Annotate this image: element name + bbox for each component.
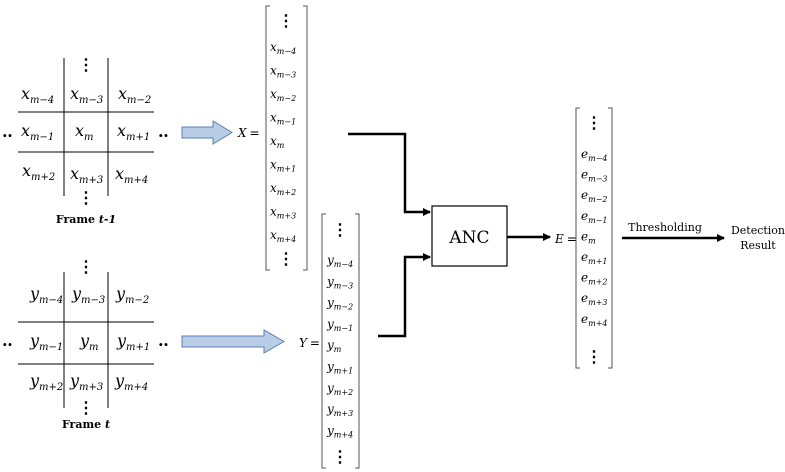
frame-curr-right-dots: ‥ <box>158 331 169 350</box>
block-arrow-top <box>181 120 233 145</box>
vector-e: E= ⋮ ⋮ em−4 em−3 em−2 em−1 em em+1 em+2 em+3 em+… <box>554 107 613 369</box>
frame-prev-cell: xm−2 <box>118 84 151 106</box>
vector-y-bottom-dots: ⋮ <box>332 447 348 466</box>
frame-prev-cell: xm <box>75 121 94 143</box>
vector-e-bracket-left <box>575 107 580 369</box>
frame-prev-left-dots: ‥ <box>2 122 13 141</box>
frame-curr-cell: ym−3 <box>71 284 105 306</box>
vector-x-entry: xm+3 <box>270 205 296 221</box>
vector-x-bottom-dots: ⋮ <box>278 249 294 268</box>
frame-curr-cell: ym+2 <box>29 371 63 393</box>
vector-e-entry: em+1 <box>581 250 608 266</box>
frame-curr-grid: ⋮ ⋮ ‥ ‥ ym−4 ym−3 ym−2 ym−1 ym ym+1 ym+2… <box>2 257 169 431</box>
vector-x-entry: xm+2 <box>270 181 296 197</box>
vector-x-entry: xm+4 <box>270 228 296 244</box>
vector-e-entry: em+4 <box>581 312 608 328</box>
vector-y-label: Y= <box>299 336 320 350</box>
vector-x-entry: xm−1 <box>270 111 296 127</box>
vector-x: X= ⋮ ⋮ xm−4 xm−3 xm−2 xm−1 xm xm+1 xm+2 xm+3 xm+… <box>237 5 308 271</box>
frame-prev-cell: xm−3 <box>70 84 103 106</box>
frame-prev-cell: xm−1 <box>21 121 54 143</box>
vector-e-label: E= <box>554 232 577 246</box>
frame-curr-caption: Frame t <box>62 418 110 431</box>
frame-prev-caption: Frame t-1 <box>56 213 116 226</box>
frame-curr-cell: ym−1 <box>29 331 63 353</box>
frame-curr-cell: ym+3 <box>69 371 103 393</box>
vector-e-entry: em+3 <box>581 291 608 307</box>
vector-y-bracket-right <box>355 213 360 469</box>
frame-prev-top-dots: ⋮ <box>78 55 94 74</box>
frame-curr-top-dots: ⋮ <box>78 257 94 276</box>
vector-e-entry: em+2 <box>581 271 608 287</box>
vector-x-entry: xm−4 <box>270 40 296 56</box>
frame-curr-cell: ym <box>79 331 99 353</box>
frame-curr-cell: ym+4 <box>114 371 148 393</box>
vector-x-bracket-left <box>265 5 270 271</box>
vector-e-entry: em−3 <box>581 168 608 184</box>
detection-result-line1: Detection <box>731 224 785 237</box>
vector-y-entry: ym−4 <box>326 253 353 269</box>
arrow-y-to-anc <box>378 253 431 338</box>
vector-e-entry: em <box>581 229 596 245</box>
vector-y: Y= ⋮ ⋮ ym−4 ym−3 ym−2 ym−1 ym ym+1 ym+2 ym+3 ym+… <box>299 213 360 469</box>
vector-e-bracket-right <box>608 107 613 369</box>
detection-result-line2: Result <box>740 239 776 252</box>
frame-prev-cell: xm+4 <box>115 164 148 186</box>
frame-prev-bottom-dots: ⋮ <box>78 188 94 207</box>
anc-label: ANC <box>448 228 489 248</box>
vector-e-top-dots: ⋮ <box>586 113 602 132</box>
vector-x-entry: xm−3 <box>270 64 296 80</box>
frame-curr-cell: ym−2 <box>115 284 149 306</box>
vector-y-entry: ym−3 <box>326 274 353 290</box>
vector-x-entry: xm <box>270 134 285 150</box>
frame-prev-cell: xm+3 <box>70 164 103 186</box>
vector-y-entry: ym+4 <box>326 423 353 439</box>
vector-y-entry: ym+1 <box>326 360 353 376</box>
frame-prev-grid: ⋮ ⋮ ‥ ‥ xm−4 xm−3 xm−2 xm−1 xm xm+1 xm+2… <box>2 55 169 226</box>
arrow-x-to-anc <box>348 132 431 216</box>
vector-e-bottom-dots: ⋮ <box>586 347 602 366</box>
vector-x-label: X= <box>237 126 260 140</box>
frame-curr-cell: ym−4 <box>29 284 63 306</box>
vector-y-entry: ym−2 <box>326 296 353 312</box>
block-arrow-bottom <box>181 329 286 354</box>
vector-y-entry: ym−1 <box>326 317 353 333</box>
vector-y-entry: ym <box>326 338 342 354</box>
frame-prev-right-dots: ‥ <box>158 122 169 141</box>
vector-x-entry: xm−2 <box>270 87 296 103</box>
vector-e-entry: em−1 <box>581 209 608 225</box>
vector-y-top-dots: ⋮ <box>332 220 348 239</box>
vector-y-entry: ym+3 <box>326 402 353 418</box>
frame-prev-cell: xm+2 <box>22 161 55 183</box>
vector-y-bracket-left <box>321 213 326 469</box>
vector-e-entry: em−4 <box>581 147 608 163</box>
vector-e-entry: em−2 <box>581 188 608 204</box>
frame-prev-cell: xm+1 <box>117 121 150 143</box>
frame-curr-bottom-dots: ⋮ <box>78 398 94 417</box>
vector-x-top-dots: ⋮ <box>278 11 294 30</box>
thresholding-label: Thresholding <box>628 221 702 234</box>
vector-x-entry: xm+1 <box>270 158 296 174</box>
vector-y-entry: ym+2 <box>326 381 353 397</box>
frame-curr-cell: ym+1 <box>116 331 150 353</box>
frame-curr-left-dots: ‥ <box>2 331 13 350</box>
frame-prev-cell: xm−4 <box>21 84 54 106</box>
vector-x-bracket-right <box>303 5 308 271</box>
